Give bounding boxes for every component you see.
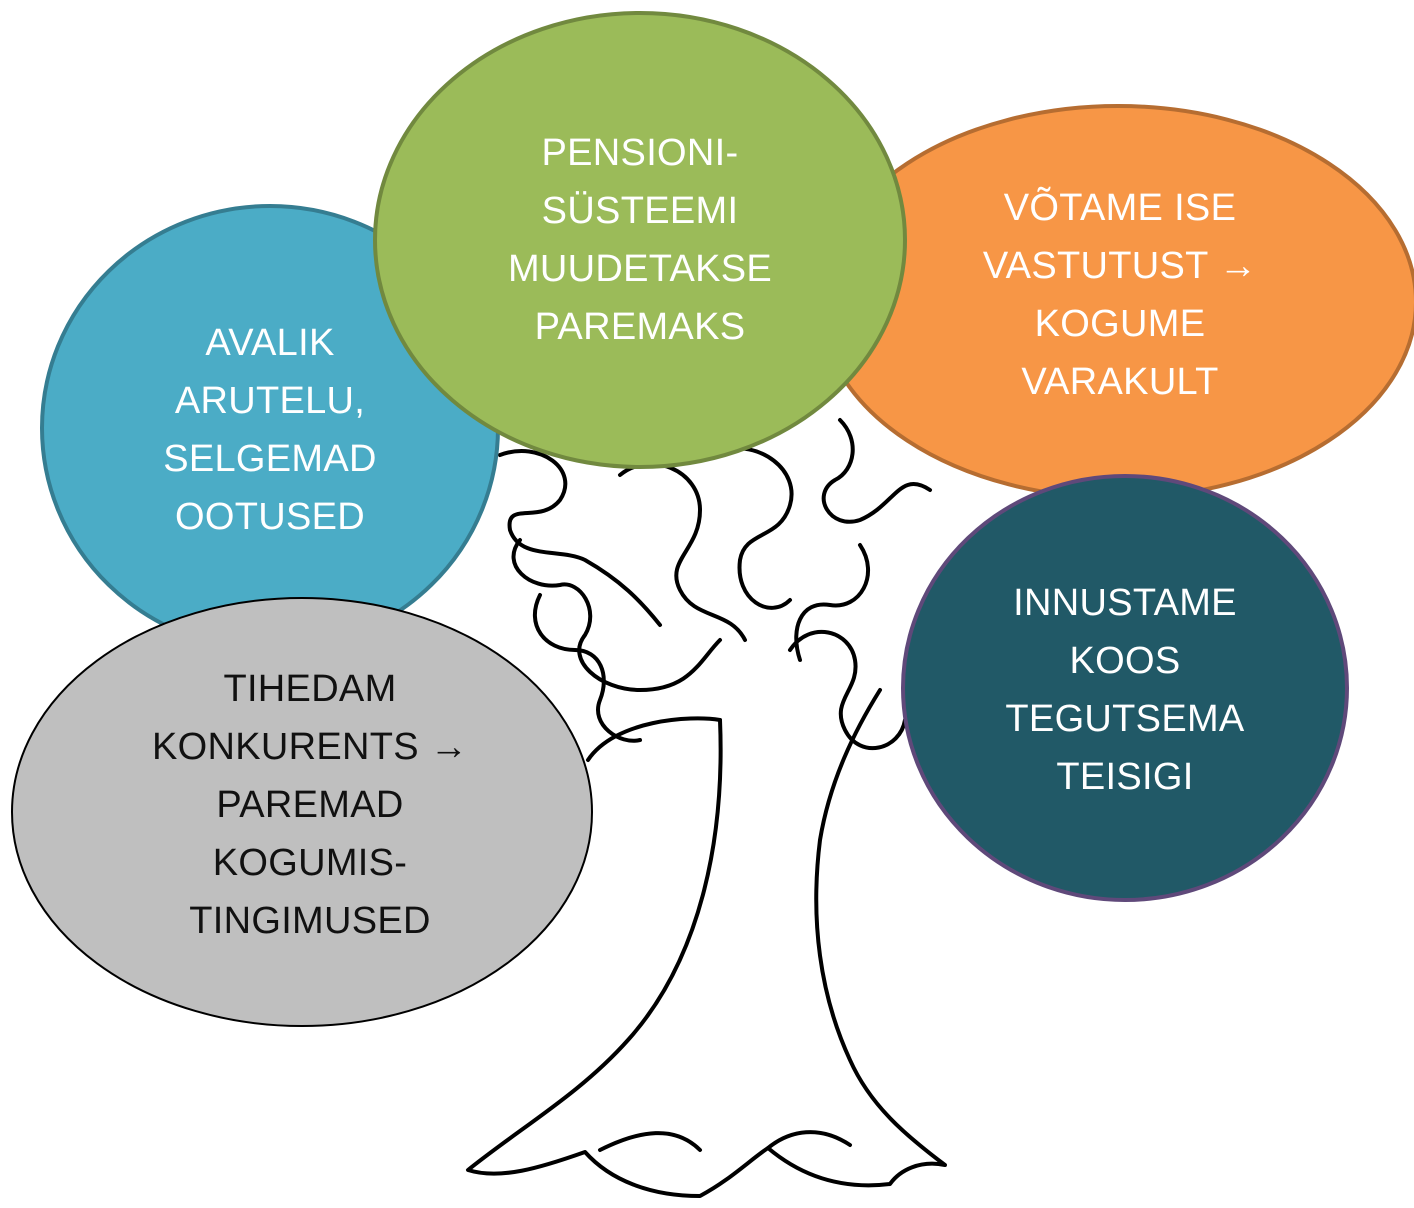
bubble-tihedam-konkurents	[11, 597, 593, 1027]
bubble-pensionisusteem	[373, 11, 907, 469]
tree-branch-loop	[718, 446, 794, 610]
tree-branch-loop	[821, 418, 932, 524]
bubble-line: MUUDETAKSE	[507, 248, 773, 290]
bubble-line: VASTUTUST →	[982, 245, 1258, 287]
bubble-line: PAREMAD	[216, 784, 404, 826]
bubble-line: ARUTELU,	[174, 380, 366, 422]
tree-branch-loop	[618, 462, 747, 642]
tree-branch-loop	[498, 449, 662, 627]
bubble-line: TIHEDAM	[223, 668, 397, 710]
bubble-innustame-koos	[901, 474, 1349, 902]
bubble-line: KOOS	[1069, 640, 1181, 682]
bubble-line: TINGIMUSED	[189, 900, 431, 942]
tree-branch-left	[586, 716, 722, 762]
tree-branch-loop	[511, 538, 722, 692]
bubble-text-inspire: INNUSTAME KOOS TEGUTSEMA TEISIGI	[950, 560, 1300, 820]
bubble-line: PENSIONI-	[541, 132, 739, 174]
bubble-line: VÕTAME ISE	[1003, 187, 1237, 229]
bubble-line: VARAKULT	[1021, 361, 1219, 403]
tree-branch-loop	[533, 593, 642, 743]
bubble-text-pension: PENSIONI- SÜSTEEMI MUUDETAKSE PAREMAKS	[440, 110, 840, 370]
bubble-line: TEGUTSEMA	[1005, 698, 1245, 740]
tree-branch-loop	[788, 630, 907, 750]
bubble-text-responsibility: VÕTAME ISE VASTUTUST → KOGUME VARAKULT	[910, 165, 1330, 425]
bubble-line: PAREMAKS	[534, 306, 746, 348]
tree-trunk-outline	[466, 688, 947, 1198]
tree-roots	[598, 1130, 852, 1152]
bubble-line: TEISIGI	[1056, 756, 1194, 798]
bubble-line: KOGUMIS-	[212, 842, 408, 884]
bubble-line: SELGEMAD	[163, 438, 377, 480]
bubble-line: SÜSTEEMI	[541, 190, 739, 232]
bubble-line: INNUSTAME	[1013, 582, 1237, 624]
bubble-line: KOGUME	[1034, 303, 1206, 345]
bubble-line: KONKURENTS →	[151, 726, 469, 768]
bubble-text-competition: TIHEDAM KONKURENTS → PAREMAD KOGUMIS- TI…	[100, 660, 520, 950]
tree-branch-loop	[794, 543, 871, 662]
bubble-line: AVALIK	[205, 322, 335, 364]
bubble-line: OOTUSED	[174, 496, 365, 538]
bubble-text-debate: AVALIK ARUTELU, SELGEMAD OOTUSED	[80, 300, 460, 560]
